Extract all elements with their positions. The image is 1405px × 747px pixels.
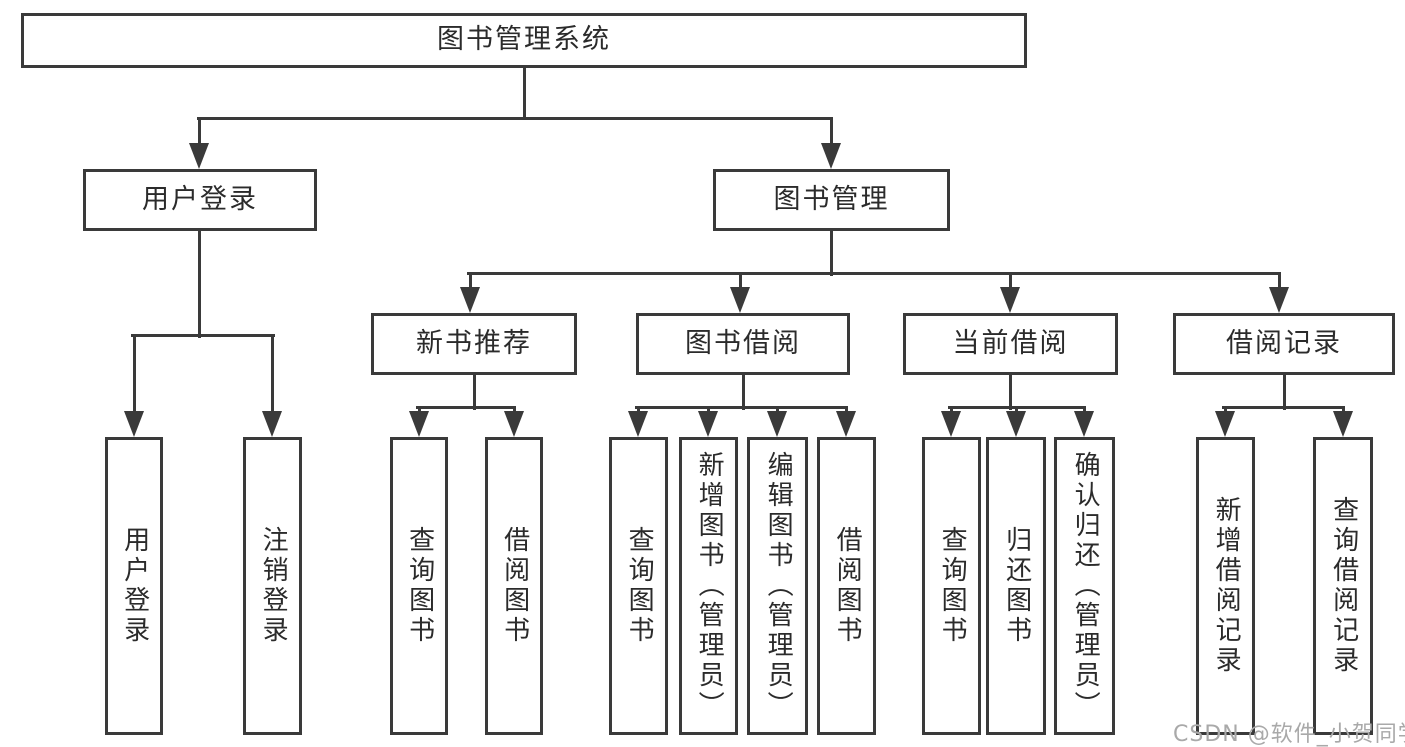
- node-book-borrow: 图书借阅: [636, 313, 850, 375]
- leaf-user-login: 用户登录: [105, 437, 163, 735]
- connector-group-stem: [1009, 375, 1012, 410]
- arrowhead-level3: [1000, 287, 1020, 313]
- leaf-query-books-borrow: 查询图书: [609, 437, 668, 735]
- leaf-borrow-books: 借阅图书: [817, 437, 876, 735]
- connector-level3-drop: [1009, 273, 1012, 291]
- connector-book-mgmt-drop: [830, 118, 833, 146]
- node-new-book-recommend: 新书推荐: [371, 313, 577, 375]
- node-book-management: 图书管理: [713, 169, 950, 231]
- connector-level2-rail: [197, 117, 833, 120]
- arrowhead-leaf: [1074, 411, 1094, 437]
- arrowhead-level3: [730, 287, 750, 313]
- leaf-add-borrow-record: 新增借阅记录: [1196, 437, 1255, 735]
- arrowhead-leaf: [124, 411, 144, 437]
- leaf-confirm-return-admin: 确认归还（管理员）: [1054, 437, 1115, 735]
- arrowhead-leaf: [628, 411, 648, 437]
- connector-user-login-rail: [131, 334, 275, 337]
- connector-user-login-drop: [198, 118, 201, 146]
- connector-group-stem: [1283, 375, 1286, 410]
- connector-group-stem: [473, 375, 476, 410]
- connector-group-rail: [635, 406, 848, 409]
- connector-user-login-stem: [198, 231, 201, 338]
- leaf-query-books-recommend: 查询图书: [390, 437, 448, 735]
- connector-level3-rail: [467, 272, 1281, 275]
- arrowhead-leaf: [836, 411, 856, 437]
- leaf-query-borrow-record: 查询借阅记录: [1313, 437, 1373, 735]
- connector-level3-drop: [1278, 273, 1281, 291]
- connector-group-rail: [1222, 406, 1345, 409]
- arrowhead-level3: [1269, 287, 1289, 313]
- leaf-return-books: 归还图书: [986, 437, 1046, 735]
- arrowhead-leaf: [262, 411, 282, 437]
- arrowhead-user-login: [189, 143, 209, 169]
- leaf-logout: 注销登录: [243, 437, 302, 735]
- connector-leaf-drop: [271, 335, 274, 415]
- connector-level3-drop: [469, 273, 472, 291]
- arrowhead-leaf: [409, 411, 429, 437]
- arrowhead-leaf: [767, 411, 787, 437]
- arrowhead-book-mgmt: [821, 143, 841, 169]
- node-user-login: 用户登录: [83, 169, 317, 231]
- leaf-edit-book-admin: 编辑图书（管理员）: [747, 437, 808, 735]
- arrowhead-level3: [460, 287, 480, 313]
- connector-level3-drop: [739, 273, 742, 291]
- leaf-add-book-admin: 新增图书（管理员）: [679, 437, 738, 735]
- connector-group-stem: [742, 375, 745, 410]
- arrowhead-leaf: [1006, 411, 1026, 437]
- connector-leaf-drop: [133, 335, 136, 415]
- connector-group-rail: [416, 406, 516, 409]
- arrowhead-leaf: [1333, 411, 1353, 437]
- root-node: 图书管理系统: [21, 13, 1027, 68]
- connector-root-stem: [523, 68, 526, 120]
- connector-book-mgmt-stem: [830, 231, 833, 276]
- arrowhead-leaf: [504, 411, 524, 437]
- arrowhead-leaf: [941, 411, 961, 437]
- arrowhead-leaf: [1215, 411, 1235, 437]
- node-borrow-records: 借阅记录: [1173, 313, 1395, 375]
- leaf-query-books-current: 查询图书: [922, 437, 981, 735]
- watermark-text: CSDN @软件_小贺同学: [1173, 722, 1405, 747]
- leaf-borrow-books-recommend: 借阅图书: [485, 437, 543, 735]
- node-current-borrow: 当前借阅: [903, 313, 1118, 375]
- arrowhead-leaf: [698, 411, 718, 437]
